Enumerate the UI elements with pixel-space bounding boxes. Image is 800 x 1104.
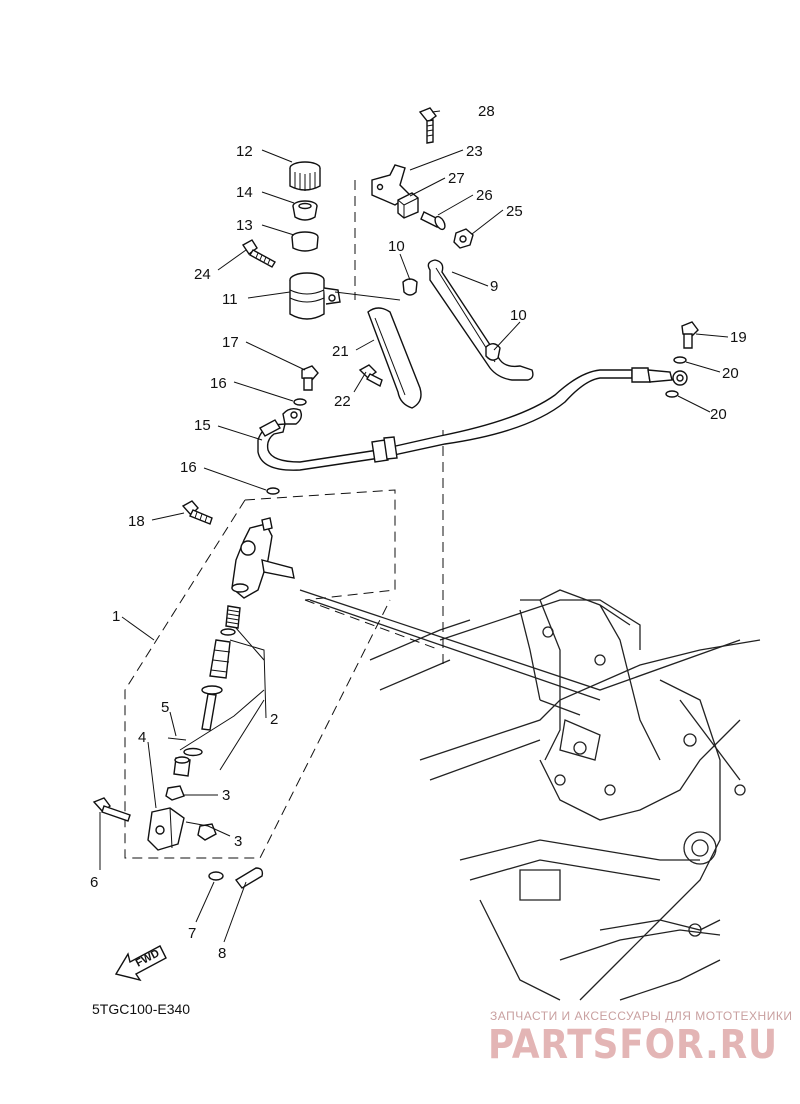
callout-4: 4 <box>138 729 146 746</box>
watermark-logo: ЗАПЧАСТИ И АКСЕССУАРЫ ДЛЯ МОТОТЕХНИКИ PA… <box>488 1009 792 1068</box>
callout-16-lower: 16 <box>180 459 197 476</box>
reservoir-bolt <box>241 239 276 268</box>
bracket-bolt <box>418 107 437 144</box>
callout-1: 1 <box>112 608 120 625</box>
pushrod-boot <box>173 756 191 777</box>
reservoir-connection-line <box>334 291 401 301</box>
clevis <box>147 807 185 851</box>
reservoir-bracket <box>371 164 412 206</box>
callout-28: 28 <box>478 103 495 120</box>
callout-27: 27 <box>448 170 465 187</box>
watermark-tagline: ЗАПЧАСТИ И АКСЕССУАРЫ ДЛЯ МОТОТЕХНИКИ <box>490 1009 792 1023</box>
callout-18: 18 <box>128 513 145 530</box>
callout-11: 11 <box>222 291 238 308</box>
watermark-brand: PARTSFOR.RU <box>488 1022 778 1068</box>
piston-kit <box>183 605 241 757</box>
callout-24: 24 <box>194 266 211 283</box>
callout-15: 15 <box>194 417 211 434</box>
callout-2: 2 <box>270 711 278 728</box>
cotter-pin <box>234 867 264 889</box>
callout-labels: 28 23 12 27 14 26 25 13 10 24 9 11 10 19… <box>90 103 747 962</box>
callout-7: 7 <box>188 925 196 942</box>
clevis-nut <box>197 823 217 841</box>
reservoir-hose <box>427 259 534 381</box>
fwd-arrow-icon: FWD <box>114 945 167 982</box>
callout-20-upper: 20 <box>722 365 739 382</box>
callout-26: 26 <box>476 187 493 204</box>
washer <box>208 871 224 881</box>
diaphragm-holder <box>292 200 318 221</box>
callout-19: 19 <box>730 329 747 346</box>
clevis-pin <box>92 797 131 822</box>
callout-3-lower: 3 <box>234 833 242 850</box>
assembly-outlines <box>124 180 444 859</box>
callout-3-upper: 3 <box>222 787 230 804</box>
callout-10-upper: 10 <box>388 238 405 255</box>
callout-20-lower: 20 <box>710 406 727 423</box>
diaphragm <box>291 231 319 252</box>
union-bolt-top <box>301 365 319 391</box>
callout-25: 25 <box>506 203 523 220</box>
callout-16-upper: 16 <box>210 375 227 392</box>
callout-12: 12 <box>236 143 253 160</box>
collar <box>420 211 446 231</box>
master-cylinder-body <box>231 517 295 599</box>
hose-clip-upper <box>402 278 418 296</box>
figure-code: 5TGC100-E340 <box>92 1001 190 1017</box>
mount-bolt <box>181 500 213 525</box>
gasket-middle <box>266 487 280 495</box>
locknut <box>165 785 185 801</box>
reservoir-cap <box>289 161 321 191</box>
gasket-right-a <box>673 356 687 364</box>
callout-9: 9 <box>490 278 498 295</box>
leader-lines <box>99 110 729 943</box>
brake-hose <box>257 367 688 471</box>
callout-23: 23 <box>466 143 483 160</box>
callout-13: 13 <box>236 217 253 234</box>
flange-nut <box>453 228 474 249</box>
circlip <box>167 737 187 741</box>
callout-8: 8 <box>218 945 226 962</box>
gasket-top <box>293 398 307 406</box>
callout-5: 5 <box>161 699 169 716</box>
guide-bolt <box>358 364 383 388</box>
reservoir-tank <box>289 272 341 320</box>
gasket-right-b <box>665 390 679 398</box>
callout-22: 22 <box>334 393 351 410</box>
callout-17: 17 <box>222 334 239 351</box>
callout-6: 6 <box>90 874 98 891</box>
callout-14: 14 <box>236 184 253 201</box>
motorcycle-frame <box>299 589 761 1001</box>
hose-guide <box>367 307 422 409</box>
callout-21: 21 <box>332 343 349 360</box>
rubber-damper <box>397 192 419 219</box>
union-bolt-right <box>681 321 699 349</box>
callout-10-lower: 10 <box>510 307 527 324</box>
